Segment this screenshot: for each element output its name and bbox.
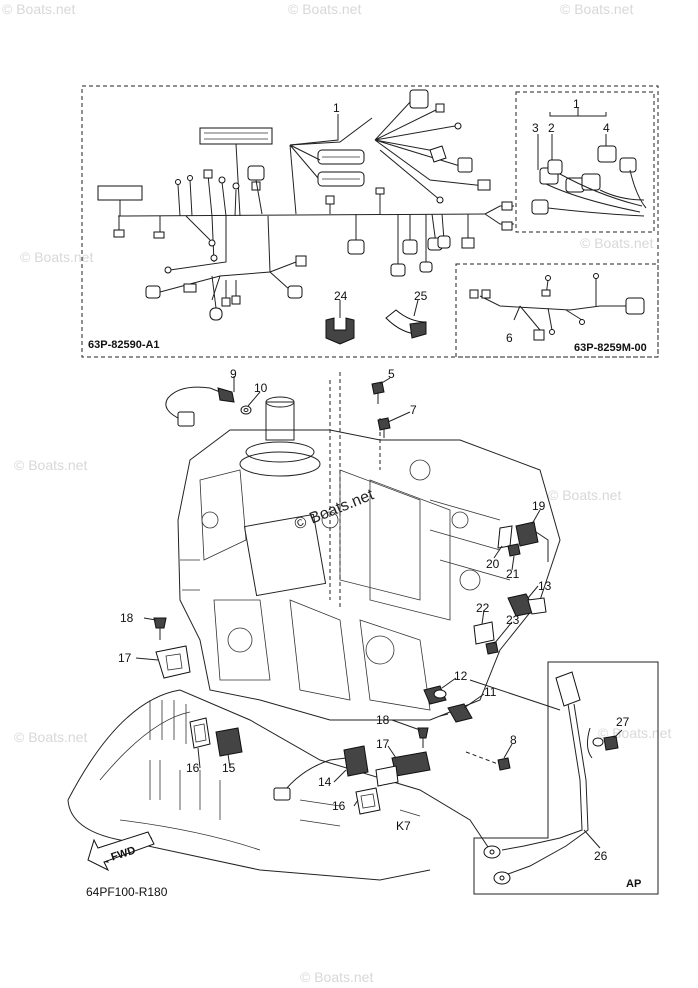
callout-labels: 1 1 2 3 4 5 6 7 8 9 10 11 12 13 14 15 16… xyxy=(118,97,630,863)
ap-box-outline xyxy=(473,661,659,895)
callout-16-left: 16 xyxy=(186,761,200,775)
watermark-text: © Boats.net xyxy=(560,1,633,17)
callout-1-sub: 1 xyxy=(573,97,580,111)
callout-5: 5 xyxy=(388,367,395,381)
figure-code: 64PF100-R180 xyxy=(86,885,168,899)
part-sensor-13 xyxy=(507,593,547,617)
kit-box-sub-harness-2: 63P-8259M-00 xyxy=(455,263,659,358)
callout-6: 6 xyxy=(506,331,513,345)
part-holder-15 xyxy=(215,727,243,757)
part-screw-18-upper xyxy=(153,617,167,640)
ecu-box xyxy=(243,513,327,597)
kit-box-outline xyxy=(81,85,659,358)
callout-24: 24 xyxy=(334,289,348,303)
callout-23: 23 xyxy=(506,613,520,627)
callout-19: 19 xyxy=(532,499,546,513)
part-bolt-5 xyxy=(371,381,385,404)
callout-2: 2 xyxy=(548,121,555,135)
part-screw-18-lower xyxy=(417,727,429,748)
part-bracket-20 xyxy=(497,525,513,549)
watermark-text: © Boats.net xyxy=(300,969,373,985)
callout-17-upper: 17 xyxy=(118,651,132,665)
watermark-text: © Boats.net xyxy=(14,729,87,745)
part-bolt-23 xyxy=(485,641,499,655)
kit-box-sub-outline xyxy=(515,91,655,233)
connector-top-right xyxy=(409,89,429,109)
callout-18-upper: 18 xyxy=(120,611,134,625)
part-clamp-24 xyxy=(325,317,355,345)
callout-13: 13 xyxy=(538,579,552,593)
kit-box-sub2-outline xyxy=(455,263,659,358)
part-grommet-16-lower xyxy=(355,787,381,815)
ap-box: AP xyxy=(469,661,659,895)
connector-left xyxy=(97,185,143,201)
part-holder-25 xyxy=(385,309,427,339)
callout-25: 25 xyxy=(414,289,428,303)
callout-14: 14 xyxy=(318,775,332,789)
callout-12: 12 xyxy=(454,669,468,683)
part-grommet-16-left xyxy=(189,717,211,749)
callout-21: 21 xyxy=(506,567,520,581)
cowling-mark: K7 xyxy=(396,819,411,833)
callout-20: 20 xyxy=(486,557,500,571)
engine-block xyxy=(177,372,561,721)
kit-code-sub: 63P-8259M-00 xyxy=(574,342,647,354)
connector-main-ecu xyxy=(199,127,273,145)
callout-11: 11 xyxy=(484,685,497,699)
harness-trunk xyxy=(117,213,486,217)
kit-code-main: 63P-82590-A1 xyxy=(88,339,160,351)
callout-4: 4 xyxy=(603,121,610,135)
callout-16-lower: 16 xyxy=(332,799,346,813)
callout-7: 7 xyxy=(410,403,417,417)
leader-lines xyxy=(135,114,623,849)
callout-22: 22 xyxy=(476,601,490,615)
part-bolt-27 xyxy=(586,727,619,759)
callout-3: 3 xyxy=(532,121,539,135)
callout-10: 10 xyxy=(254,381,268,395)
callout-18-lower: 18 xyxy=(376,713,390,727)
kit-box-sub-harness xyxy=(515,91,655,233)
watermark-text: © Boats.net xyxy=(14,457,87,473)
fwd-arrow: FWD xyxy=(87,831,155,872)
watermark-text: © Boats.net xyxy=(288,1,361,17)
part-washer-10 xyxy=(240,405,252,415)
part-cable-14 xyxy=(273,745,369,801)
callout-8: 8 xyxy=(510,733,517,747)
watermark-text: © Boats.net xyxy=(20,249,93,265)
callout-26: 26 xyxy=(594,849,608,863)
callout-15: 15 xyxy=(222,761,236,775)
part-switch-11 xyxy=(439,703,473,723)
ap-label: AP xyxy=(626,878,641,890)
connector-lower-left xyxy=(145,285,161,299)
callout-17-lower: 17 xyxy=(376,737,390,751)
part-bolt-7 xyxy=(377,417,391,438)
callout-1-main: 1 xyxy=(333,101,340,115)
kit-box-main-harness: 63P-82590-A1 xyxy=(81,85,659,358)
part-sensor-19 xyxy=(515,521,549,562)
part-grommet-12 xyxy=(423,685,447,705)
watermark-layer: © Boats.net © Boats.net © Boats.net © Bo… xyxy=(2,1,671,985)
part-clip-17-lower xyxy=(375,751,431,787)
battery-cable-boot xyxy=(555,671,581,707)
callout-9: 9 xyxy=(230,367,237,381)
callout-27: 27 xyxy=(616,715,630,729)
watermark-text: © Boats.net xyxy=(580,235,653,251)
part-bolt-21 xyxy=(507,543,521,557)
part-clip-17-upper xyxy=(155,645,191,679)
bottom-cowling: K7 xyxy=(67,689,491,881)
part-sensor-9 xyxy=(165,386,235,427)
watermark-text: © Boats.net xyxy=(2,1,75,17)
watermark-text: © Boats.net xyxy=(548,487,621,503)
part-bracket-22 xyxy=(473,621,495,645)
part-bolt-8 xyxy=(465,751,511,771)
